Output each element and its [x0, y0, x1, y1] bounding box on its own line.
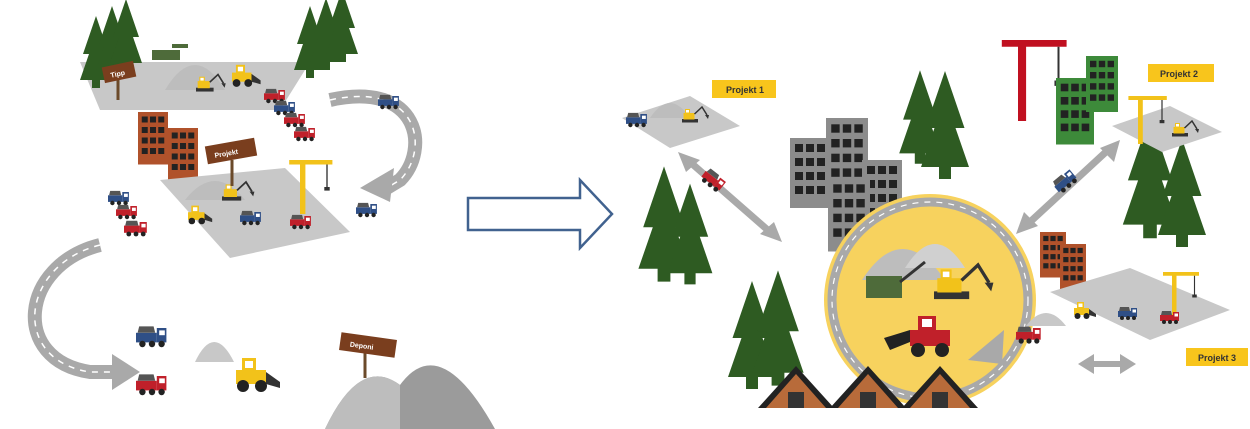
gravel-pile-icon: [195, 342, 234, 362]
project-2-site-ground: [1112, 106, 1222, 152]
transition-arrow-icon: [468, 180, 612, 248]
hub-circle: [824, 194, 1036, 406]
truck-icon: [108, 191, 129, 205]
truck-icon: [356, 203, 377, 217]
truck-icon: [1118, 307, 1137, 320]
building-icon: [138, 112, 168, 165]
truck-icon: [1016, 327, 1041, 344]
truck-icon: [1160, 311, 1179, 324]
truck-icon: [290, 215, 311, 229]
road-arrow-icon: [330, 96, 415, 202]
road-arrow-icon: [1078, 354, 1136, 374]
project-3-label: Projekt 3: [1198, 353, 1236, 363]
truck-icon: [284, 113, 305, 127]
loader-icon: [236, 358, 280, 392]
truck-icon: [136, 374, 166, 395]
sign-icon: Deponi: [339, 332, 397, 378]
truck-icon: [626, 113, 647, 127]
building-icon: [1086, 56, 1118, 112]
building-icon: [168, 128, 198, 181]
building-icon: [790, 138, 830, 208]
deposit-hill: [325, 365, 495, 429]
truck-icon: [294, 127, 315, 141]
truck-icon: [124, 221, 147, 237]
project-1-label: Projekt 1: [726, 85, 764, 95]
truck-icon: [1051, 168, 1078, 195]
truck-icon: [240, 211, 261, 225]
right-scene: Projekt 1: [622, 40, 1248, 408]
truck-icon: [378, 95, 399, 109]
left-scene: Tipp Proje: [35, 0, 495, 429]
truck-icon: [116, 205, 137, 219]
project-2-label: Projekt 2: [1160, 69, 1198, 79]
tank-vehicle-icon: [152, 44, 188, 60]
truck-icon: [136, 326, 166, 347]
road-arrow-icon: [35, 245, 140, 390]
truck-queue: [264, 89, 315, 141]
